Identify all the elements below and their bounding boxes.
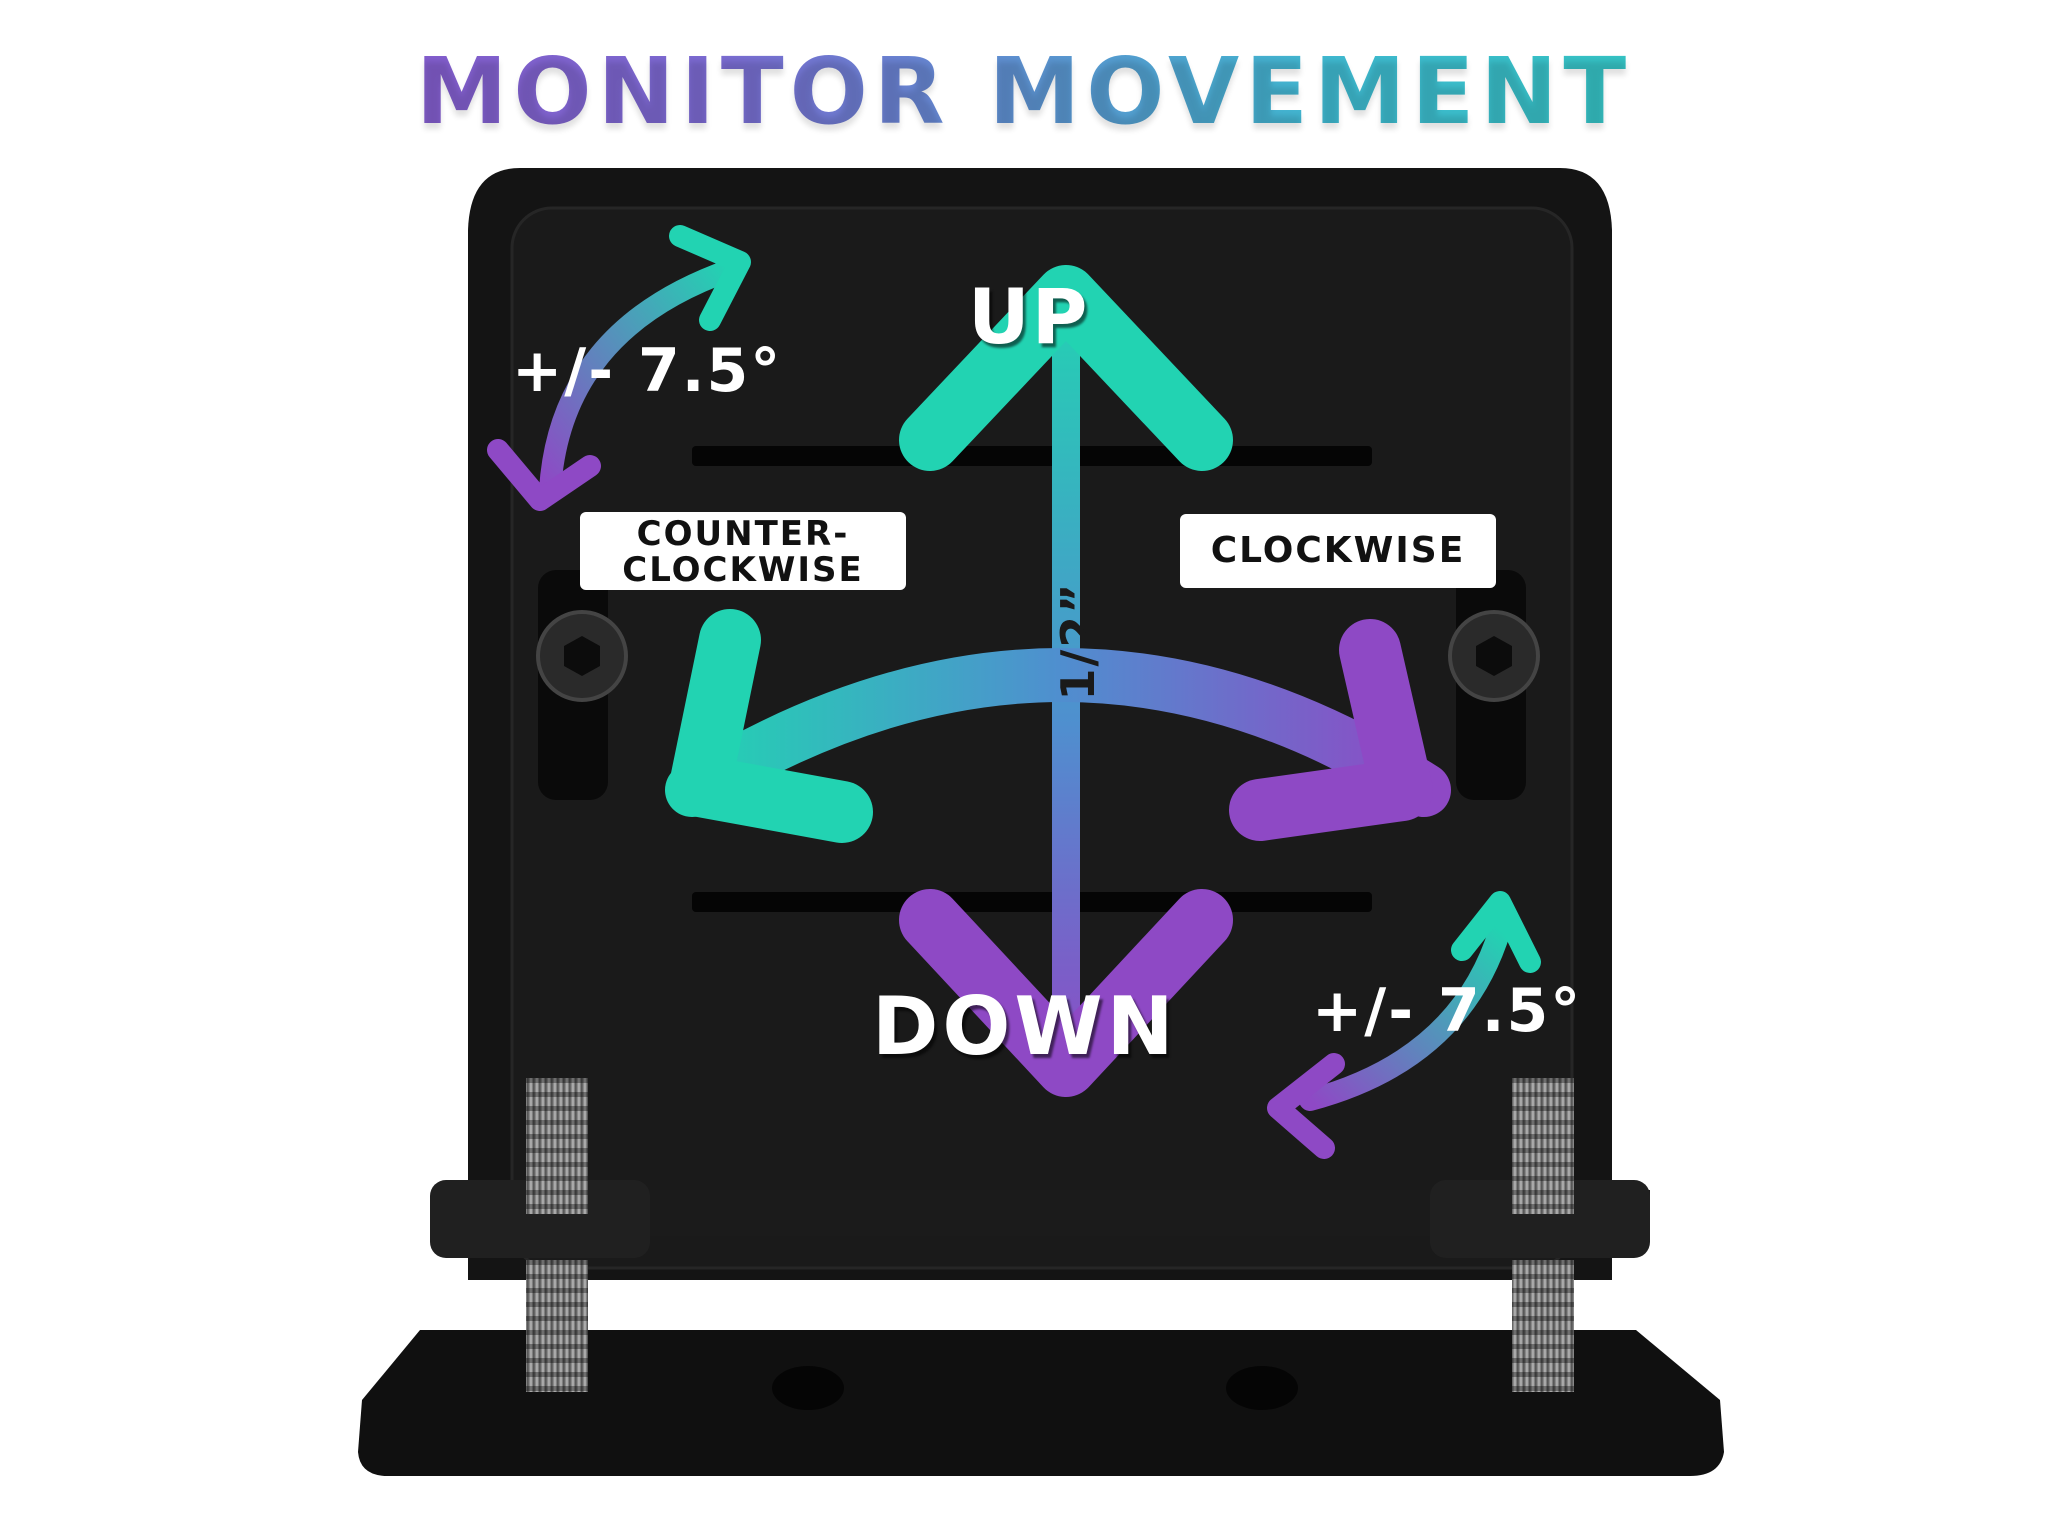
mount-bracket [358, 168, 1724, 1476]
page-title: MONITOR MOVEMENT [0, 38, 2048, 145]
rotation-arc-arrow [665, 609, 1451, 843]
down-label: DOWN [872, 980, 1178, 1073]
counter-clockwise-text: COUNTER- CLOCKWISE [622, 514, 864, 590]
clockwise-label: CLOCKWISE [1180, 514, 1496, 588]
tilt-arrow-bottom [1267, 891, 1541, 1159]
vertical-travel-label: 1/2” [1051, 581, 1105, 701]
tilt-arrow-top [487, 225, 751, 511]
up-label: UP [968, 272, 1090, 361]
tilt-degree-bottom: +/- 7.5° [1312, 976, 1583, 1046]
counter-clockwise-label: COUNTER- CLOCKWISE [580, 512, 906, 590]
tilt-degree-top: +/- 7.5° [512, 336, 783, 406]
